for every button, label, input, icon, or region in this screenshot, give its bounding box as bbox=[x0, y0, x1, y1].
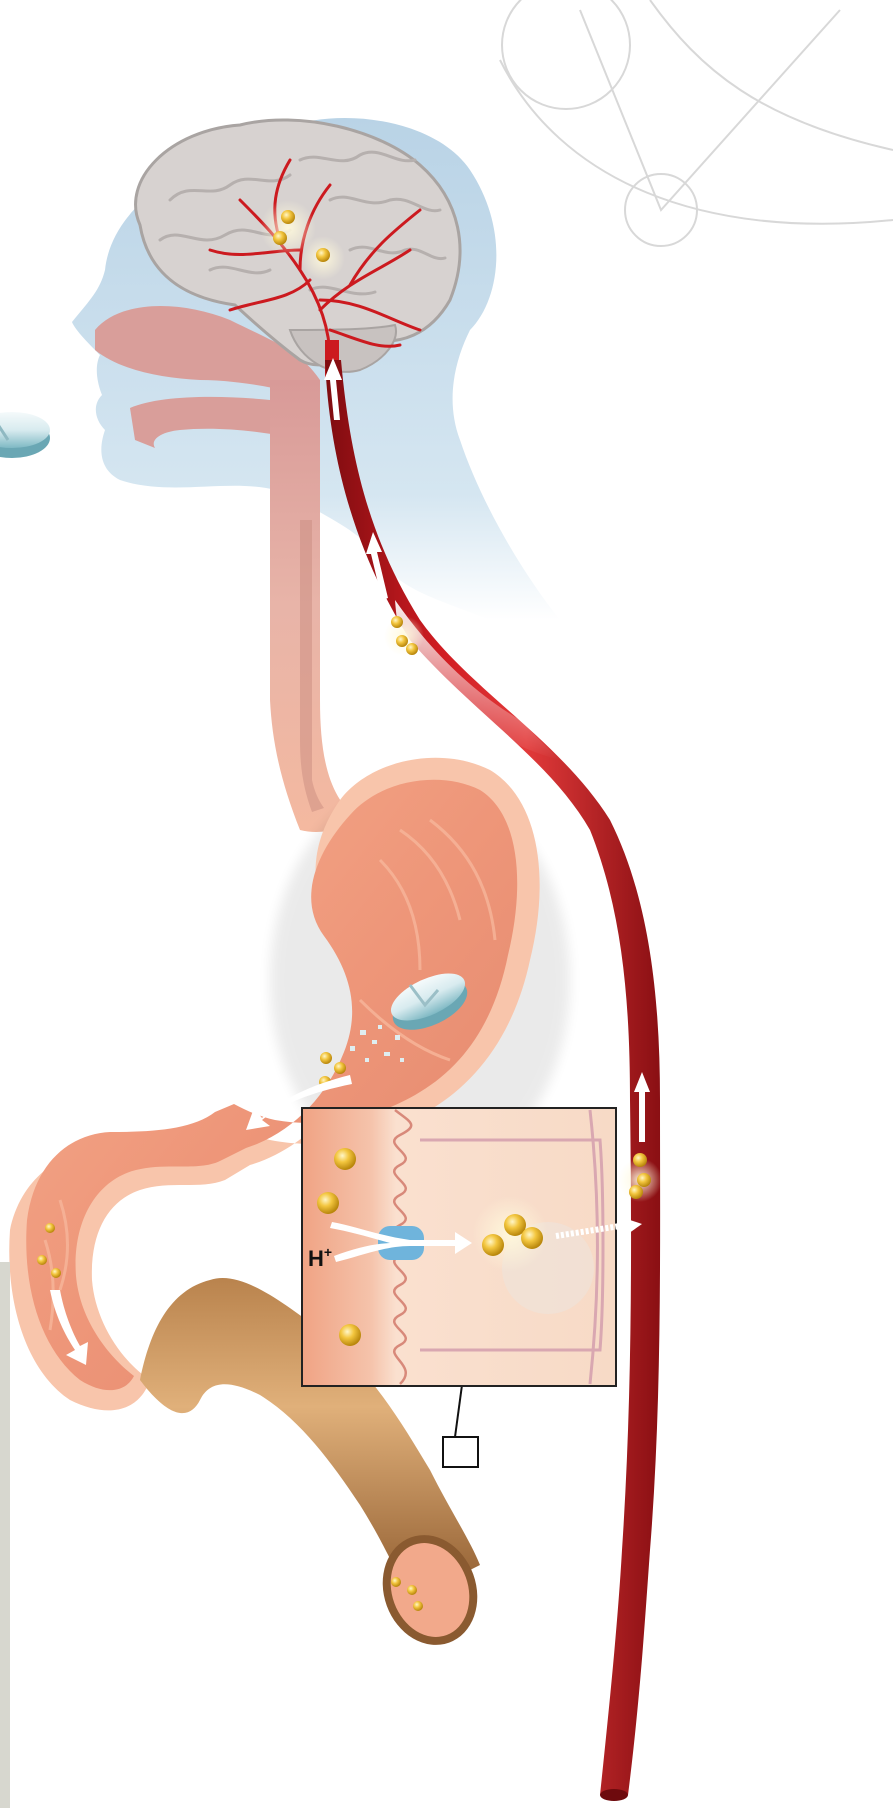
drug-particle-icon bbox=[334, 1148, 356, 1170]
side-panel-edge bbox=[0, 1262, 10, 1808]
drug-particle-icon bbox=[407, 1585, 417, 1595]
drug-particle-icon bbox=[273, 231, 287, 245]
drug-particle-icon bbox=[629, 1185, 643, 1199]
drug-particle-icon bbox=[51, 1268, 61, 1278]
decorative-line-art bbox=[500, 0, 893, 246]
drug-particle-icon bbox=[316, 248, 330, 262]
magnified-region-marker bbox=[443, 1437, 478, 1467]
drug-particle-icon bbox=[45, 1223, 55, 1233]
drug-particle-icon bbox=[281, 210, 295, 224]
drug-particle-icon bbox=[482, 1234, 504, 1256]
pill-icon bbox=[0, 412, 50, 458]
drug-particle-icon bbox=[413, 1601, 423, 1611]
drug-particle-icon bbox=[339, 1324, 361, 1346]
drug-particle-icon bbox=[633, 1153, 647, 1167]
drug-particle-icon bbox=[37, 1255, 47, 1265]
neck-vessel-particles bbox=[384, 616, 424, 656]
drug-particle-icon bbox=[320, 1052, 332, 1064]
drug-particle-icon bbox=[334, 1062, 346, 1074]
drug-particle-icon bbox=[396, 635, 408, 647]
drug-particle-icon bbox=[391, 1577, 401, 1587]
drug-particle-icon bbox=[317, 1192, 339, 1214]
absorption-inset: H+ bbox=[302, 1108, 642, 1386]
drug-particle-icon bbox=[521, 1227, 543, 1249]
drug-particle-icon bbox=[637, 1173, 651, 1187]
drug-particle-icon bbox=[406, 643, 418, 655]
drug-particle-icon bbox=[391, 616, 403, 628]
